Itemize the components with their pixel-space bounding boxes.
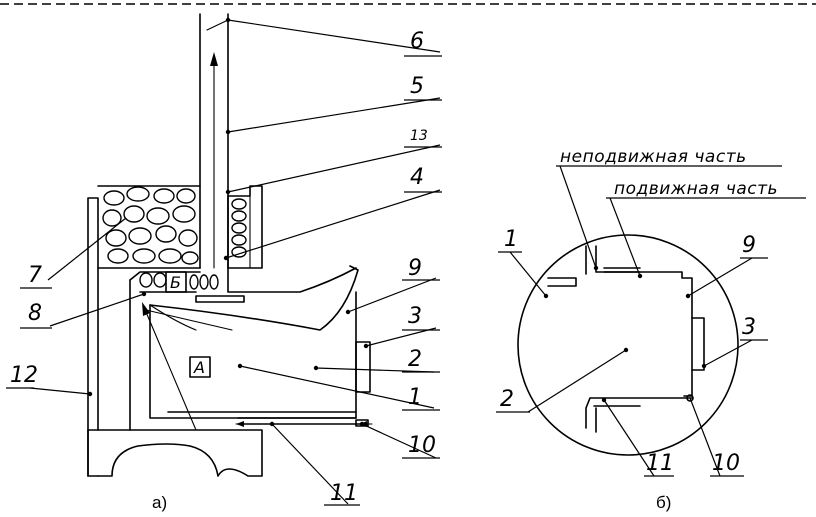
tank-stones xyxy=(231,198,247,258)
label-8: 8 xyxy=(28,301,42,326)
label-5: 5 xyxy=(410,74,424,99)
label-3: 3 xyxy=(408,304,422,329)
stove-base xyxy=(87,429,263,477)
movable-part-label: подвижная часть xyxy=(614,179,778,199)
leader-lines xyxy=(29,17,441,505)
zone-a-box xyxy=(189,356,211,378)
label-11: 11 xyxy=(330,481,358,506)
label-9: 9 xyxy=(408,256,422,281)
right-label-9: 9 xyxy=(742,233,756,258)
detail-circle xyxy=(517,234,739,456)
right-label-11: 11 xyxy=(646,451,674,476)
figure-a: А Б xyxy=(6,13,442,512)
label-10: 10 xyxy=(408,433,436,458)
zone-b-box xyxy=(165,271,187,293)
baffle xyxy=(149,265,359,331)
flue-channel xyxy=(129,267,357,303)
door-detail xyxy=(691,317,705,371)
label-7: 7 xyxy=(28,263,42,288)
heater-box xyxy=(97,185,201,269)
caption-a: а) xyxy=(152,493,167,512)
door xyxy=(355,341,371,393)
fixed-part-label: неподвижная часть xyxy=(560,147,747,167)
label-13: 13 xyxy=(410,128,428,144)
right-leader-lines xyxy=(496,165,806,477)
right-label-1: 1 xyxy=(504,227,518,252)
caption-b: б) xyxy=(656,493,671,512)
label-2: 2 xyxy=(408,347,422,372)
right-label-10: 10 xyxy=(712,451,740,476)
zone-a-label: А xyxy=(193,358,205,377)
figure-b: неподвижная часть подвижная часть 1 9 3 … xyxy=(496,147,806,512)
zone-b-label: Б xyxy=(170,273,181,292)
outer-casing xyxy=(87,197,99,477)
label-6: 6 xyxy=(410,29,424,54)
heater-stones xyxy=(102,186,199,265)
right-label-2: 2 xyxy=(500,387,514,412)
grate-detail xyxy=(585,397,693,433)
label-12: 12 xyxy=(10,363,38,388)
label-1: 1 xyxy=(408,385,422,410)
right-label-3: 3 xyxy=(742,315,756,340)
label-4: 4 xyxy=(410,165,424,190)
